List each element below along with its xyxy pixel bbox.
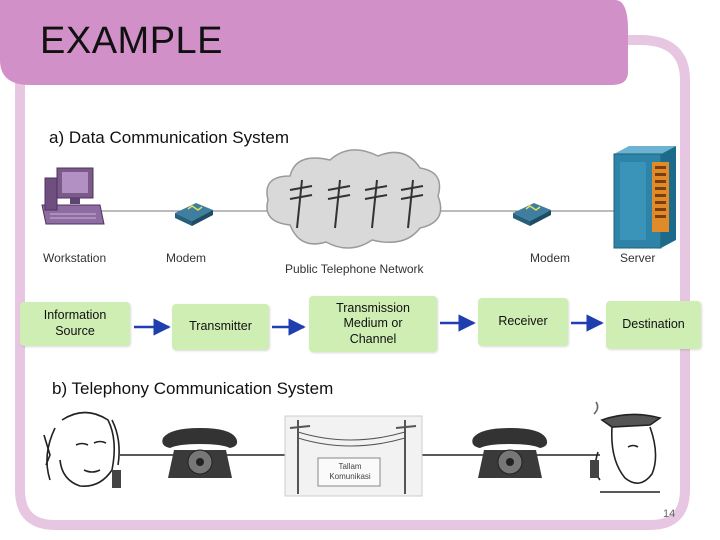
server-label: Server <box>620 251 656 265</box>
section-b-heading: b) Telephony Communication System <box>52 379 334 398</box>
slide-title: EXAMPLE <box>40 20 224 62</box>
page-number: 14 <box>663 508 676 520</box>
telephone-poles-icon <box>284 415 423 497</box>
network-cloud-icon <box>266 149 442 249</box>
phone-left-icon <box>162 428 238 478</box>
phone-right-icon <box>472 428 548 478</box>
sign-text: Tallam Komunikasi <box>329 462 371 481</box>
modem-right-icon <box>513 203 551 226</box>
network-label: Public Telephone Network <box>285 262 424 276</box>
modem-left-icon <box>175 203 213 226</box>
modem-right-label: Modem <box>530 251 571 265</box>
block-transmission-medium: Transmission Medium or Channel <box>309 296 437 352</box>
header-band <box>0 0 628 85</box>
man-face-icon <box>590 401 662 493</box>
frame-border <box>15 35 690 530</box>
modem-left-label: Modem <box>166 251 207 265</box>
woman-face-icon <box>43 411 121 488</box>
section-a-heading: a) Data Communication System <box>49 128 289 147</box>
workstation-label: Workstation <box>43 251 107 265</box>
block-destination: Destination <box>606 301 701 349</box>
workstation-icon <box>41 167 105 225</box>
block-information-source: Information Source <box>20 302 130 346</box>
block-receiver: Receiver <box>478 298 568 346</box>
block-transmitter: Transmitter <box>172 304 269 350</box>
server-icon <box>613 146 676 249</box>
